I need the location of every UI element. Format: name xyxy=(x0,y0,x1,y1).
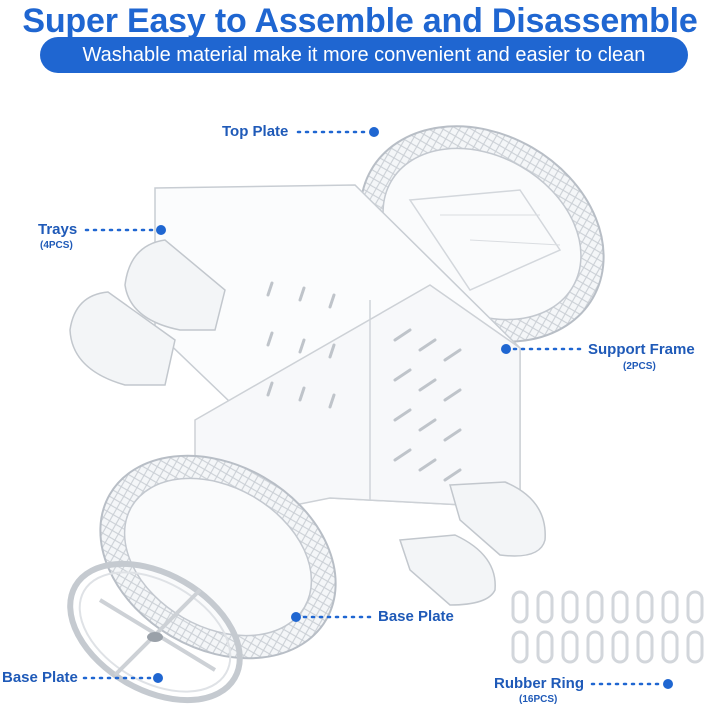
label-top-plate: Top Plate xyxy=(222,123,289,140)
tray-parts-right xyxy=(398,481,546,606)
label-trays: Trays xyxy=(38,221,78,238)
subtitle-banner: Washable material make it more convenien… xyxy=(40,37,688,73)
label-base-plate-center: Base Plate xyxy=(378,608,454,625)
label-support-frame: Support Frame xyxy=(588,341,695,358)
tray-parts-left xyxy=(69,239,226,386)
leader-top-plate xyxy=(296,127,379,137)
leader-lines xyxy=(82,127,673,689)
page-title: Super Easy to Assemble and Disassemble xyxy=(22,2,698,40)
leader-rubber-ring xyxy=(590,679,673,689)
rubber-rings xyxy=(511,590,704,664)
base-plate-part xyxy=(99,454,337,660)
leader-base-plate-center xyxy=(291,612,372,622)
support-frame-part xyxy=(154,184,521,526)
label-trays-count: (4PCS) xyxy=(40,240,73,251)
label-rubber-ring: Rubber Ring xyxy=(494,675,584,692)
base-ring-part xyxy=(67,560,243,704)
label-rubber-ring-count: (16PCS) xyxy=(519,694,558,705)
leader-support-frame xyxy=(501,344,582,354)
label-base-plate-left: Base Plate xyxy=(2,669,78,686)
leader-trays xyxy=(84,225,166,235)
leader-base-plate-left xyxy=(82,673,163,683)
label-support-frame-count: (2PCS) xyxy=(623,361,656,372)
